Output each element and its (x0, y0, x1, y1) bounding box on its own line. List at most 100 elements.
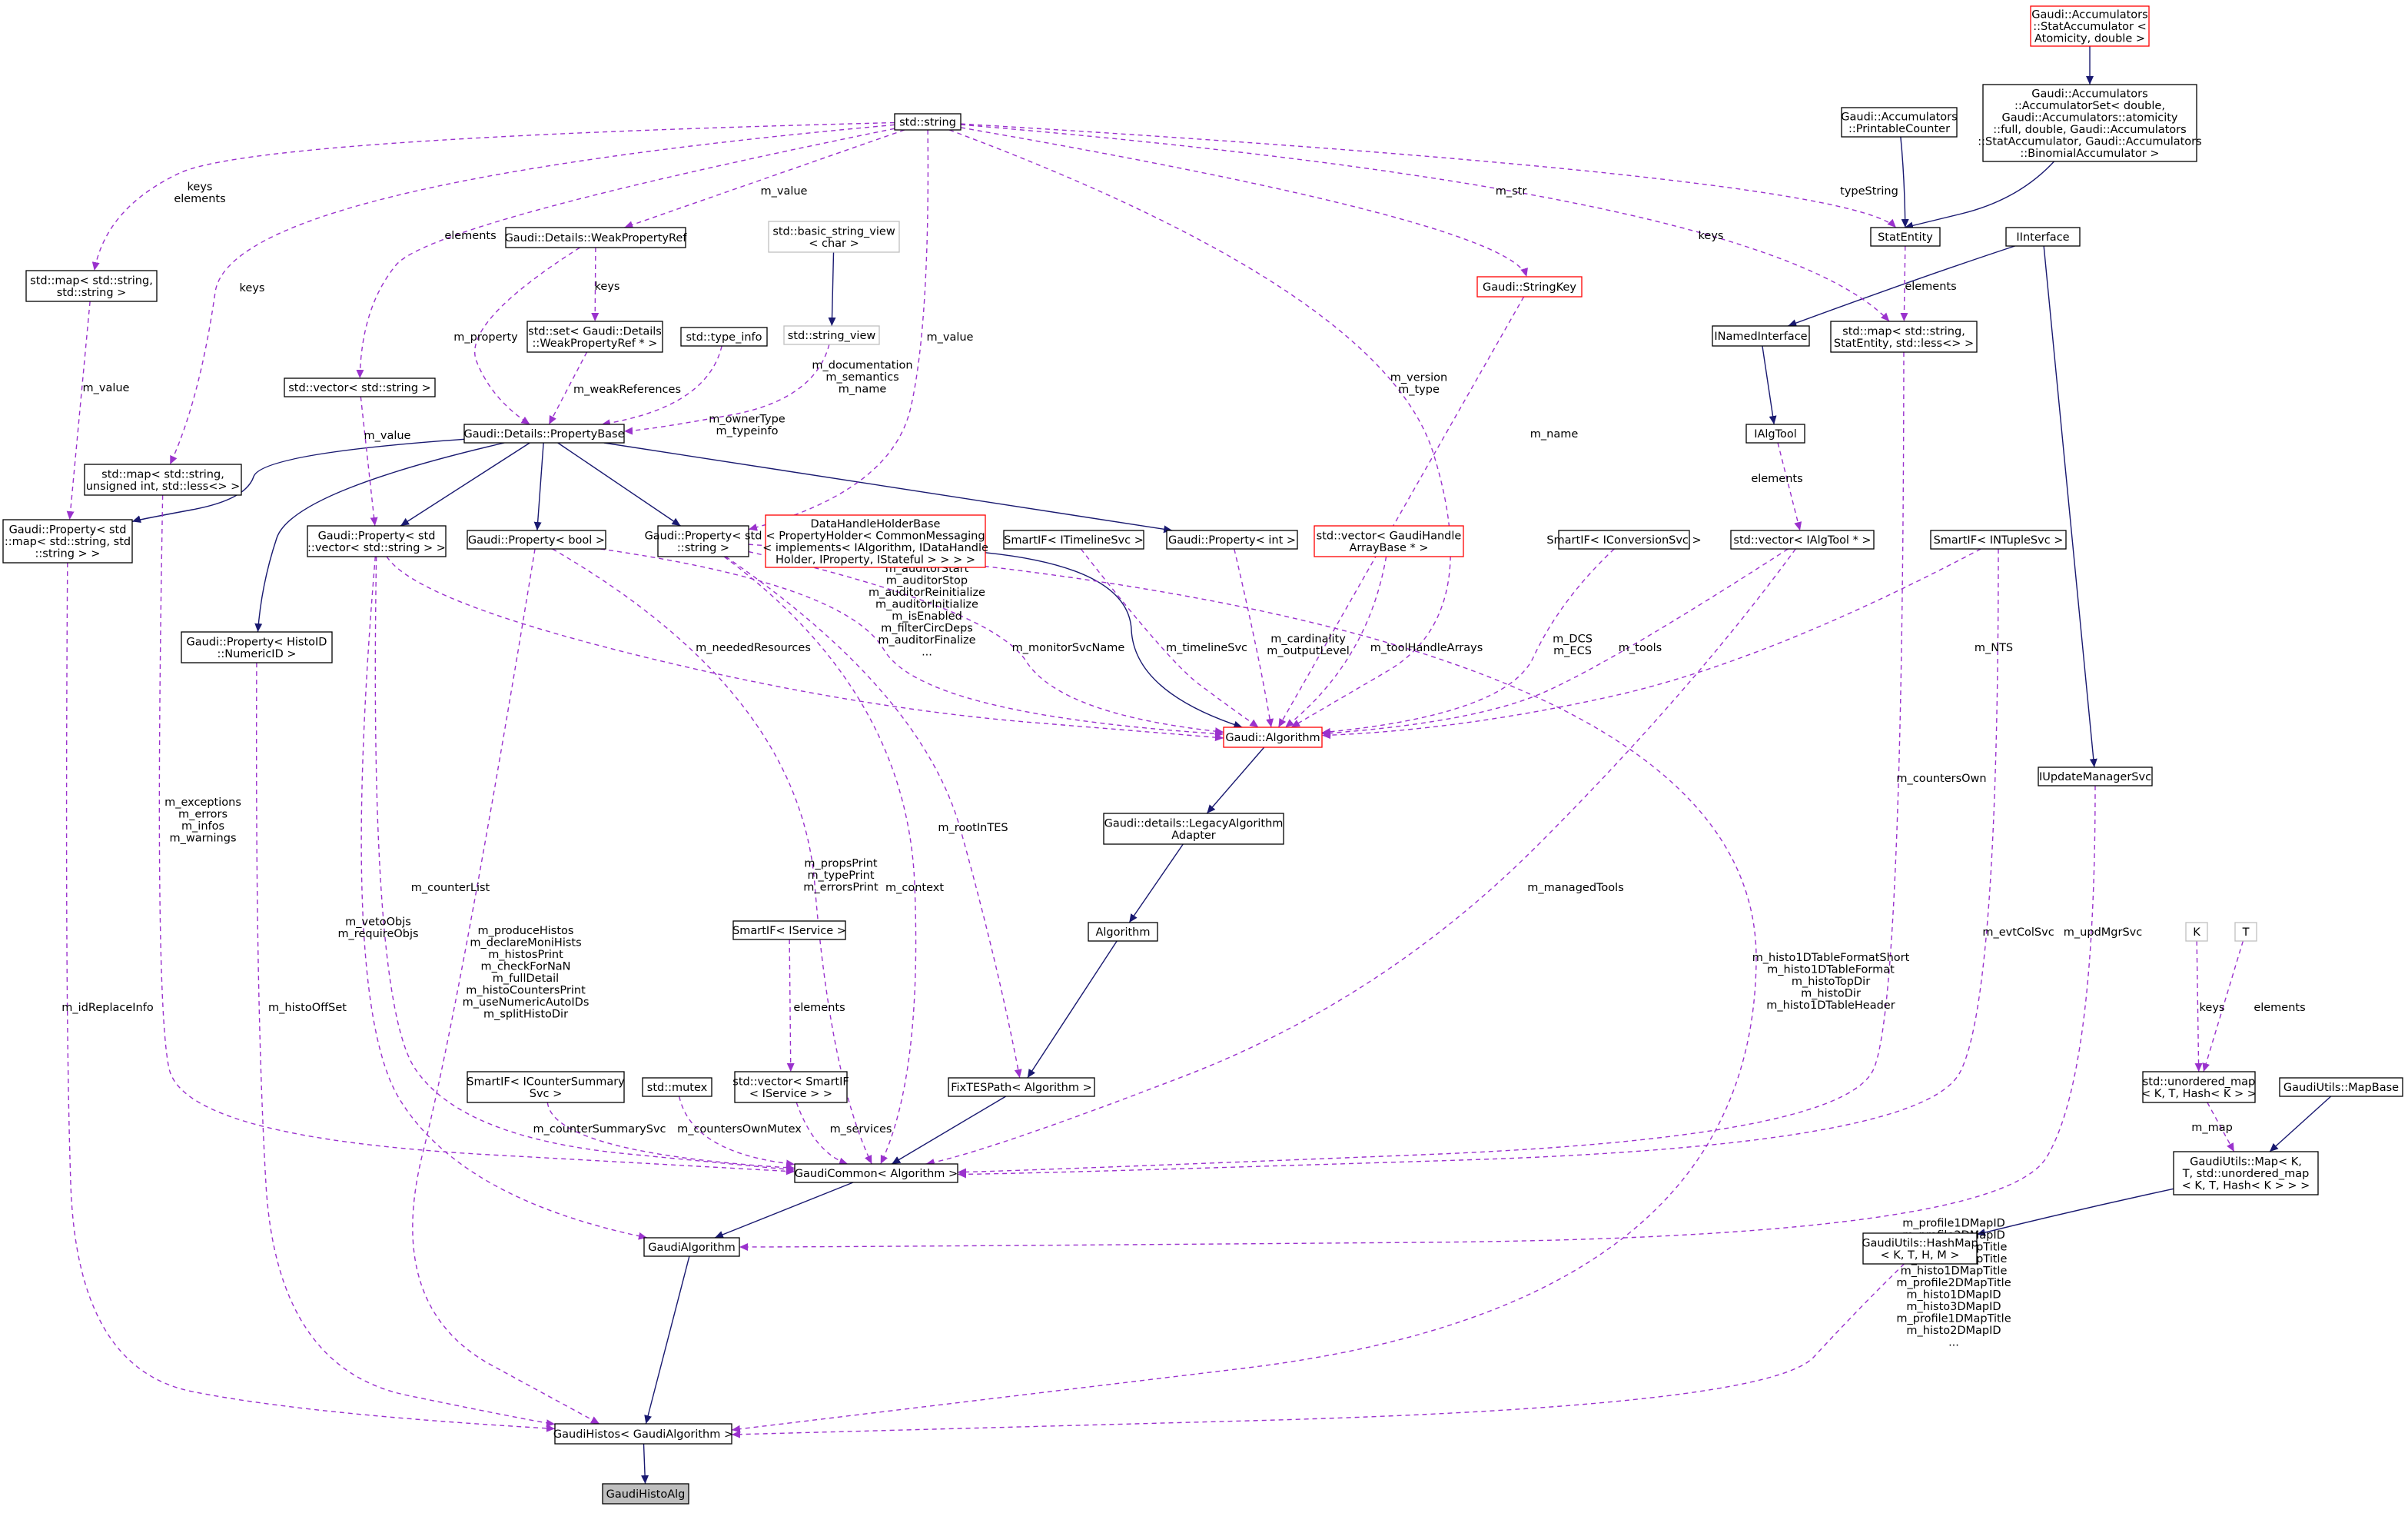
class-node-label-line: K (2193, 926, 2200, 939)
usage-edge-std_string-to-statentity (960, 123, 1897, 228)
edge-label-line: m_property (453, 331, 518, 344)
class-node-map_ss[interactable]: std::map< std::string,std::string > (25, 270, 158, 302)
edge-label-line: m_outputLevel (1267, 645, 1349, 657)
class-node-printable[interactable]: Gaudi::Accumulators::PrintableCounter (1841, 107, 1958, 138)
class-node-box (1841, 107, 1958, 138)
class-node-gaudialgorithm[interactable]: GaudiAlgorithm (643, 1237, 740, 1257)
class-node-propbase[interactable]: Gaudi::Details::PropertyBase (463, 424, 625, 444)
class-node-gaudimap[interactable]: GaudiUtils::Map< K,T, std::unordered_map… (2173, 1151, 2319, 1195)
class-node-vec_string[interactable]: std::vector< std::string > (284, 377, 436, 397)
edge-label-line: m_profile1DMapID (1902, 1218, 2005, 1230)
class-node-sif_iservice[interactable]: SmartIF< IService > (732, 920, 846, 940)
class-node-sif_timeline[interactable]: SmartIF< ITimelineSvc > (1003, 530, 1144, 550)
class-node-ialgtool[interactable]: IAlgTool (1745, 424, 1805, 444)
edge-label-line: m_produceHistos (478, 925, 574, 937)
class-node-stat_acc[interactable]: Gaudi::Accumulators::StatAccumulator <At… (2030, 5, 2150, 47)
class-node-vec_sif[interactable]: std::vector< SmartIF< IService > > (732, 1071, 849, 1103)
edge-label-line: m_splitHistoDir (483, 1008, 568, 1020)
class-node-box (307, 525, 447, 557)
class-node-label-line: ::StatAccumulator < (2033, 21, 2147, 33)
class-node-statentity[interactable]: StatEntity (1870, 227, 1941, 247)
class-node-sif_ntuple[interactable]: SmartIF< INTupleSvc > (1930, 530, 2067, 550)
edge-label-line: m_errorsPrint (803, 882, 879, 894)
class-node-box (1870, 227, 1941, 247)
class-node-prop_bool[interactable]: Gaudi::Property< bool > (467, 530, 606, 550)
edge-label-map_stat-to-gaudicommon: m_countersOwn (1896, 773, 1986, 785)
class-node-label-line: Gaudi::Accumulators (2031, 9, 2147, 22)
edge-label-line: keys (188, 181, 213, 193)
edge-label-line: m_evtColSvc (1982, 926, 2054, 939)
edge-label-line: m_isEnabled (892, 610, 962, 623)
class-node-vec_ialgtool[interactable]: std::vector< IAlgTool * > (1730, 530, 1875, 550)
class-node-label: Gaudi::StringKey (1483, 281, 1576, 294)
class-node-label: std::string_view (788, 330, 876, 342)
class-node-box (2173, 1151, 2319, 1195)
edge-label-std_string-to-weakref: m_value (761, 185, 808, 198)
class-node-std_string[interactable]: std::string (894, 113, 962, 131)
class-node-inamed[interactable]: INamedInterface (1712, 325, 1810, 347)
edge-label-line: m_propsPrint (804, 858, 878, 870)
class-node-box (554, 1423, 732, 1445)
class-node-iinterface[interactable]: IInterface (2005, 227, 2081, 247)
class-node-map_stat[interactable]: std::map< std::string,StatEntity, std::l… (1830, 321, 1978, 353)
class-node-label: IAlgTool (1754, 428, 1797, 441)
class-node-dhhb[interactable]: DataHandleHolderBase< PropertyHolder< Co… (762, 514, 988, 568)
class-node-label: T (2242, 926, 2250, 939)
edge-label-line: elements (2254, 1002, 2305, 1014)
class-node-mutex[interactable]: std::mutex (642, 1077, 712, 1097)
class-node-box (526, 321, 663, 353)
inheritance-edge-algorithm-to-fixtes (1027, 940, 1118, 1079)
class-node-box (463, 424, 625, 444)
edge-label-line: keys (595, 281, 620, 293)
class-node-gaudihistoalg[interactable]: GaudiHistoAlg (602, 1483, 689, 1505)
class-node-stringkey[interactable]: Gaudi::StringKey (1476, 276, 1583, 298)
class-node-t[interactable]: T (2234, 922, 2257, 942)
class-node-algorithm_g[interactable]: Gaudi::Algorithm (1223, 727, 1323, 748)
class-node-unordered[interactable]: std::unordered_map< K, T, Hash< K > > (2141, 1071, 2257, 1103)
inheritance-edge-propbase-to-prop_bool (533, 442, 544, 531)
class-node-map_su[interactable]: std::map< std::string,unsigned int, std:… (84, 464, 242, 496)
edge-label-line: m_value (927, 331, 974, 344)
class-node-label-line: ::vector< std::string > > (307, 542, 446, 554)
class-node-prop_str[interactable]: Gaudi::Property< std::string > (645, 525, 762, 557)
class-node-iupdmgr[interactable]: IUpdateManagerSvc (2038, 766, 2153, 786)
class-node-label-line: T, std::unordered_map (2182, 1168, 2310, 1180)
class-node-prop_vec[interactable]: Gaudi::Property< std::vector< std::strin… (307, 525, 447, 557)
class-node-box (642, 1077, 712, 1097)
class-node-hashmap[interactable]: GaudiUtils::HashMap< K, T, H, M > (1862, 1232, 1978, 1265)
class-node-set_weakref[interactable]: std::set< Gaudi::Details::WeakPropertyRe… (526, 321, 663, 353)
class-node-acc_set[interactable]: Gaudi::Accumulators::AccumulatorSet< dou… (1978, 84, 2202, 162)
class-node-fixtes[interactable]: FixTESPath< Algorithm > (948, 1077, 1095, 1097)
class-node-weakref[interactable]: Gaudi::Details::WeakPropertyRef (505, 227, 688, 248)
class-node-gaudihistos[interactable]: GaudiHistos< GaudiAlgorithm > (553, 1423, 733, 1445)
class-node-string_view[interactable]: std::string_view (783, 325, 880, 345)
edge-label-line: m_tools (1619, 642, 1662, 654)
edge-label-line: elements (1905, 281, 1956, 293)
class-node-prop_histoid[interactable]: Gaudi::Property< HistoID::NumericID > (181, 631, 333, 663)
edge-label-line: m_histo1DTableFormatShort (1752, 952, 1910, 964)
usage-edge-stringkey-to-algorithm_g (1277, 296, 1525, 728)
class-node-type_info[interactable]: std::type_info (680, 327, 768, 347)
class-node-basic_sv[interactable]: std::basic_string_view< char > (768, 221, 900, 253)
class-node-label-line: SmartIF< ITimelineSvc > (1004, 534, 1144, 547)
class-node-label: SmartIF< ITimelineSvc > (1004, 534, 1144, 547)
inheritance-edge-basic_sv-to-string_view (828, 251, 836, 327)
class-node-mapbase[interactable]: GaudiUtils::MapBase (2279, 1077, 2403, 1097)
usage-edge-vec_ialgtool-to-gaudicommon (925, 548, 1796, 1166)
class-node-k[interactable]: K (2185, 922, 2208, 942)
usage-edge-map_su-to-gaudicommon (158, 494, 795, 1175)
edge-label-line: m_histo2DMapID (1906, 1325, 2001, 1337)
class-node-sif_conv[interactable]: SmartIF< IConversionSvc > (1546, 530, 1702, 550)
class-node-prop_int[interactable]: Gaudi::Property< int > (1166, 530, 1298, 550)
edge-label-line: elements (444, 230, 496, 242)
usage-edge-mutex-to-gaudicommon (678, 1096, 795, 1168)
class-node-algorithm[interactable]: Algorithm (1088, 922, 1158, 942)
class-node-label-line: Gaudi::Property< HistoID (187, 636, 327, 648)
class-node-prop_map[interactable]: Gaudi::Property< std::map< std::string, … (2, 519, 133, 564)
class-node-gaudicommon[interactable]: GaudiCommon< Algorithm > (794, 1163, 958, 1183)
